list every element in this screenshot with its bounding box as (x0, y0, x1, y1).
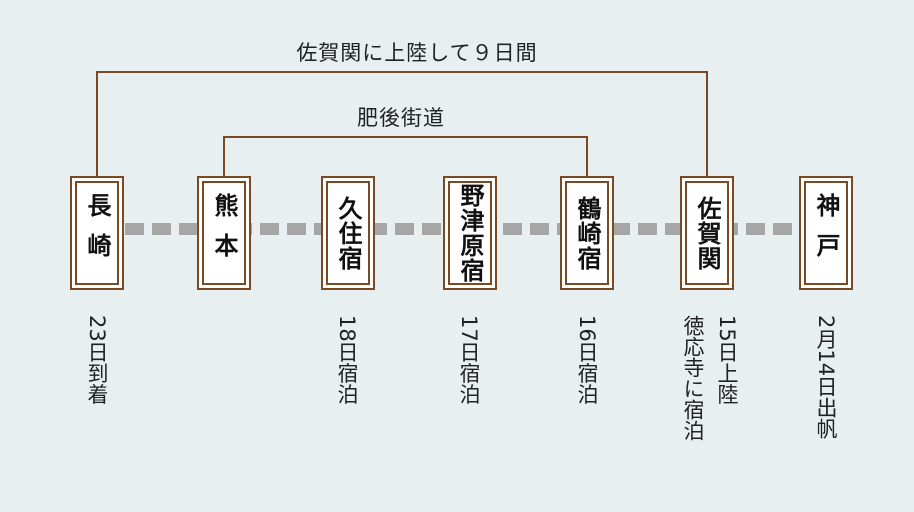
station-saganoseki: 佐賀関 (680, 176, 734, 290)
note-notsuharu: 17日宿泊 (457, 315, 482, 405)
station-name: 久住宿 (334, 195, 362, 271)
station-kumamoto: 熊本 (197, 176, 251, 290)
note-saganoseki-stay: 徳応寺に宿泊 (681, 315, 706, 441)
station-notsuharu: 野津原宿 (443, 176, 497, 290)
station-kuju: 久住宿 (321, 176, 375, 290)
station-name: 熊本 (210, 193, 238, 273)
note-nagasaki: 23日到着 (85, 315, 110, 405)
station-tsurusaki: 鶴崎宿 (560, 176, 614, 290)
note-saganoseki-landing: 15日上陸 (715, 315, 740, 405)
inner-bracket (223, 136, 588, 176)
inner-bracket-label: 肥後街道 (357, 106, 445, 130)
note-kuju: 18日宿泊 (335, 315, 360, 405)
station-name: 長崎 (83, 193, 111, 273)
note-kobe: 2月14日出帆 (814, 315, 839, 440)
station-nagasaki: 長崎 (70, 176, 124, 290)
outer-bracket-label: 佐賀関に上陸して９日間 (296, 41, 538, 65)
station-name: 野津原宿 (456, 183, 484, 283)
station-name: 鶴崎宿 (573, 195, 601, 271)
station-name: 神戸 (812, 193, 840, 273)
outer-bracket (96, 71, 708, 176)
station-name: 佐賀関 (693, 195, 721, 271)
station-kobe: 神戸 (799, 176, 853, 290)
note-tsurusaki: 16日宿泊 (575, 315, 600, 405)
